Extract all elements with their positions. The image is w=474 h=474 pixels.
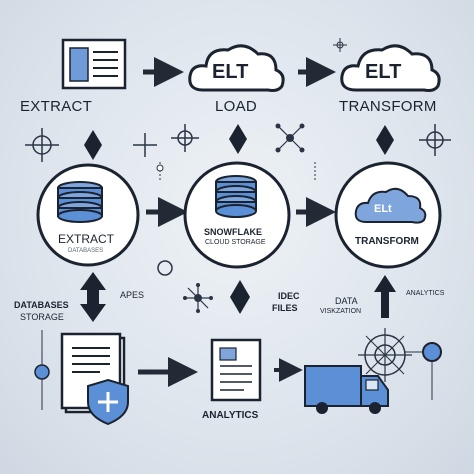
idec-label: IDEC	[278, 291, 300, 301]
load-title: LOAD	[215, 98, 258, 115]
document-icon	[61, 38, 127, 90]
network-icon	[275, 123, 305, 153]
cloud-label: ELT	[212, 61, 249, 83]
diamond-icon	[229, 124, 247, 154]
viskzation-label: VISKZATION	[320, 308, 362, 315]
report-document-icon	[210, 338, 262, 402]
database-icon	[57, 181, 103, 223]
node-dot-icon	[34, 330, 50, 410]
analytics-right-label: ANALYTICS	[406, 290, 445, 297]
plus-icon	[133, 133, 157, 157]
cloud-icon	[188, 44, 285, 92]
crosshair-icon	[333, 38, 347, 52]
snowflake-node	[183, 161, 291, 269]
diamond-icon	[230, 280, 250, 314]
target-icon	[157, 260, 173, 276]
snowflake-label: SNOWFLAKE	[204, 227, 262, 237]
snowflake-sublabel: CLOUD STORAGE	[205, 239, 266, 246]
target-icon	[419, 124, 451, 156]
extract-title: EXTRACT	[20, 98, 93, 115]
extract-node	[36, 163, 140, 267]
network-icon	[183, 283, 213, 313]
database-icon	[215, 175, 257, 218]
cloud-icon	[354, 187, 427, 224]
node-dot-icon	[405, 342, 442, 400]
diamond-icon	[376, 125, 394, 155]
gear-target-icon	[358, 328, 412, 382]
transform-node-label: TRANSFORM	[355, 236, 419, 247]
extract-node-sublabel: DATABASES	[68, 248, 104, 254]
secure-document-icon	[60, 332, 129, 426]
diamond-icon	[84, 130, 102, 160]
double-arrow-icon	[80, 272, 106, 322]
target-icon	[171, 124, 199, 152]
files-label: FILES	[272, 303, 298, 313]
transform-title: TRANSFORM	[339, 98, 437, 115]
transform-node	[334, 161, 442, 269]
arrow-up-icon	[374, 275, 396, 318]
data-label: DATA	[335, 296, 358, 306]
cloud-icon	[340, 44, 441, 92]
databases-label: DATABASES	[14, 300, 69, 310]
apes-label: APES	[120, 290, 145, 300]
storage-label: STORAGE	[20, 312, 64, 322]
extract-node-label: EXTRACT	[58, 232, 115, 246]
target-icon	[25, 128, 59, 162]
cloud-label: ELT	[365, 61, 402, 83]
truck-icon	[304, 365, 389, 414]
transform-cloud-label: ELt	[374, 203, 392, 215]
analytics-label: ANALYTICS	[202, 410, 259, 421]
